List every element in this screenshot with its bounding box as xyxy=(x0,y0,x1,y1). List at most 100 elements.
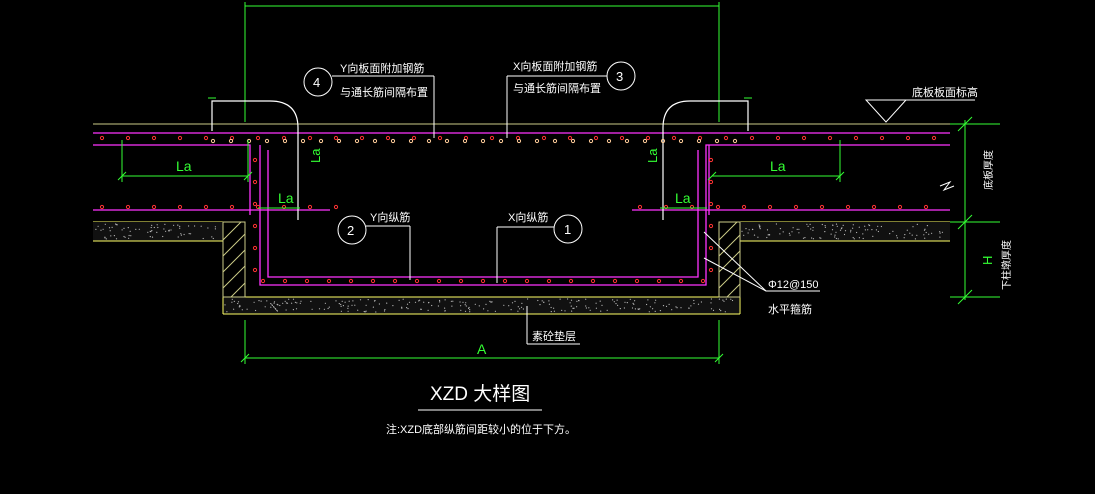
rebar-section-dot xyxy=(462,138,468,144)
concrete-dot xyxy=(877,225,879,227)
concrete-dot xyxy=(832,224,834,226)
horizontal-bar-spec: Φ12@150 xyxy=(768,279,819,291)
rebar-section-dot xyxy=(827,135,833,141)
concrete-dot xyxy=(104,223,106,225)
concrete-dot xyxy=(550,311,552,313)
rebar-section-dot xyxy=(905,135,911,141)
concrete-dot xyxy=(909,232,911,234)
concrete-dot xyxy=(824,225,826,227)
concrete-dot xyxy=(600,310,602,312)
rebar-section-dot xyxy=(336,138,342,144)
concrete-dot xyxy=(363,310,365,313)
concrete-dot xyxy=(766,229,769,231)
rebar-section-dot xyxy=(480,138,486,144)
rebar-section-dot xyxy=(414,278,420,284)
concrete-dot xyxy=(700,301,703,303)
concrete-dot xyxy=(188,225,190,227)
concrete-dot xyxy=(386,302,388,304)
callout-3 xyxy=(506,61,636,138)
concrete-dot xyxy=(624,301,626,303)
pit-depth-label: 下柱墩厚度 xyxy=(1000,240,1013,290)
concrete-dot xyxy=(347,310,349,312)
concrete-dot xyxy=(830,233,832,235)
concrete-dot xyxy=(748,229,750,231)
concrete-dot xyxy=(906,229,908,231)
pit-wall-hatch xyxy=(222,221,741,298)
rebar-section-dot xyxy=(444,138,450,144)
rebar-section-dot xyxy=(125,135,131,141)
concrete-dot xyxy=(840,228,843,230)
rebar-section-dot xyxy=(177,135,183,141)
rebar-section-dot xyxy=(392,278,398,284)
concrete-dot xyxy=(273,302,275,304)
concrete-dot xyxy=(511,302,514,304)
rebar-lines xyxy=(93,132,950,286)
rebar-section-dot xyxy=(871,204,877,210)
concrete-dot xyxy=(170,229,172,231)
concrete-dot xyxy=(444,299,446,301)
concrete-dot xyxy=(233,300,235,302)
concrete-dot xyxy=(464,304,466,306)
concrete-dot xyxy=(788,232,791,234)
concrete-dot xyxy=(916,223,918,225)
concrete-dot xyxy=(623,307,626,309)
rebar-section-dot xyxy=(568,278,574,284)
concrete-dot xyxy=(284,300,286,302)
concrete-dot xyxy=(710,298,713,300)
concrete-dot xyxy=(634,300,636,302)
concrete-dot xyxy=(852,224,854,226)
concrete-dot xyxy=(693,299,695,302)
concrete-dot xyxy=(834,234,836,236)
concrete-dot xyxy=(327,307,329,310)
rebar-section-dot xyxy=(370,278,376,284)
concrete-dot xyxy=(588,307,590,309)
concrete-dot xyxy=(548,303,551,305)
concrete-dot xyxy=(180,233,182,235)
concrete-dot xyxy=(510,309,512,311)
rebar-section-dot xyxy=(264,138,270,144)
rebar-section-dot xyxy=(801,135,807,141)
concrete-dot xyxy=(324,302,326,304)
callout-4-number: 4 xyxy=(313,75,320,90)
concrete-dot xyxy=(414,301,417,303)
concrete-dot xyxy=(214,226,216,228)
concrete-dot xyxy=(383,310,386,312)
concrete-dot xyxy=(431,304,433,307)
concrete-dot xyxy=(514,300,516,302)
concrete-dot xyxy=(341,300,343,302)
concrete-dot xyxy=(718,298,721,300)
rebar-section-dot xyxy=(385,135,391,141)
rebar-section-dot xyxy=(281,204,287,210)
concrete-dot xyxy=(123,235,125,238)
concrete-dot xyxy=(296,302,298,304)
concrete-dot xyxy=(690,305,692,307)
ground-fill xyxy=(93,222,950,314)
concrete-dot xyxy=(460,305,462,307)
concrete-dot xyxy=(231,301,233,303)
concrete-dot xyxy=(459,301,461,303)
concrete-dot xyxy=(258,300,260,302)
concrete-dot xyxy=(662,305,665,307)
concrete-dot xyxy=(420,308,422,310)
concrete-dot xyxy=(564,310,566,312)
concrete-dot xyxy=(294,301,296,303)
concrete-dot xyxy=(811,237,813,239)
rebar-section-dot xyxy=(252,245,258,251)
concrete-dot xyxy=(485,303,487,305)
concrete-dot xyxy=(539,304,541,306)
concrete-dot xyxy=(751,228,754,230)
concrete-dot xyxy=(156,231,158,233)
concrete-dot xyxy=(295,308,298,310)
concrete-dot xyxy=(177,224,179,226)
concrete-dot xyxy=(260,300,262,302)
concrete-dot xyxy=(270,303,272,305)
concrete-dot xyxy=(810,228,812,230)
concrete-dot xyxy=(124,236,126,238)
concrete-dot xyxy=(835,231,837,233)
concrete-dot xyxy=(180,234,182,236)
concrete-dot xyxy=(419,299,421,301)
concrete-dot xyxy=(871,229,873,231)
concrete-dot xyxy=(164,223,166,225)
concrete-dot xyxy=(923,234,925,236)
concrete-dot xyxy=(904,234,906,236)
